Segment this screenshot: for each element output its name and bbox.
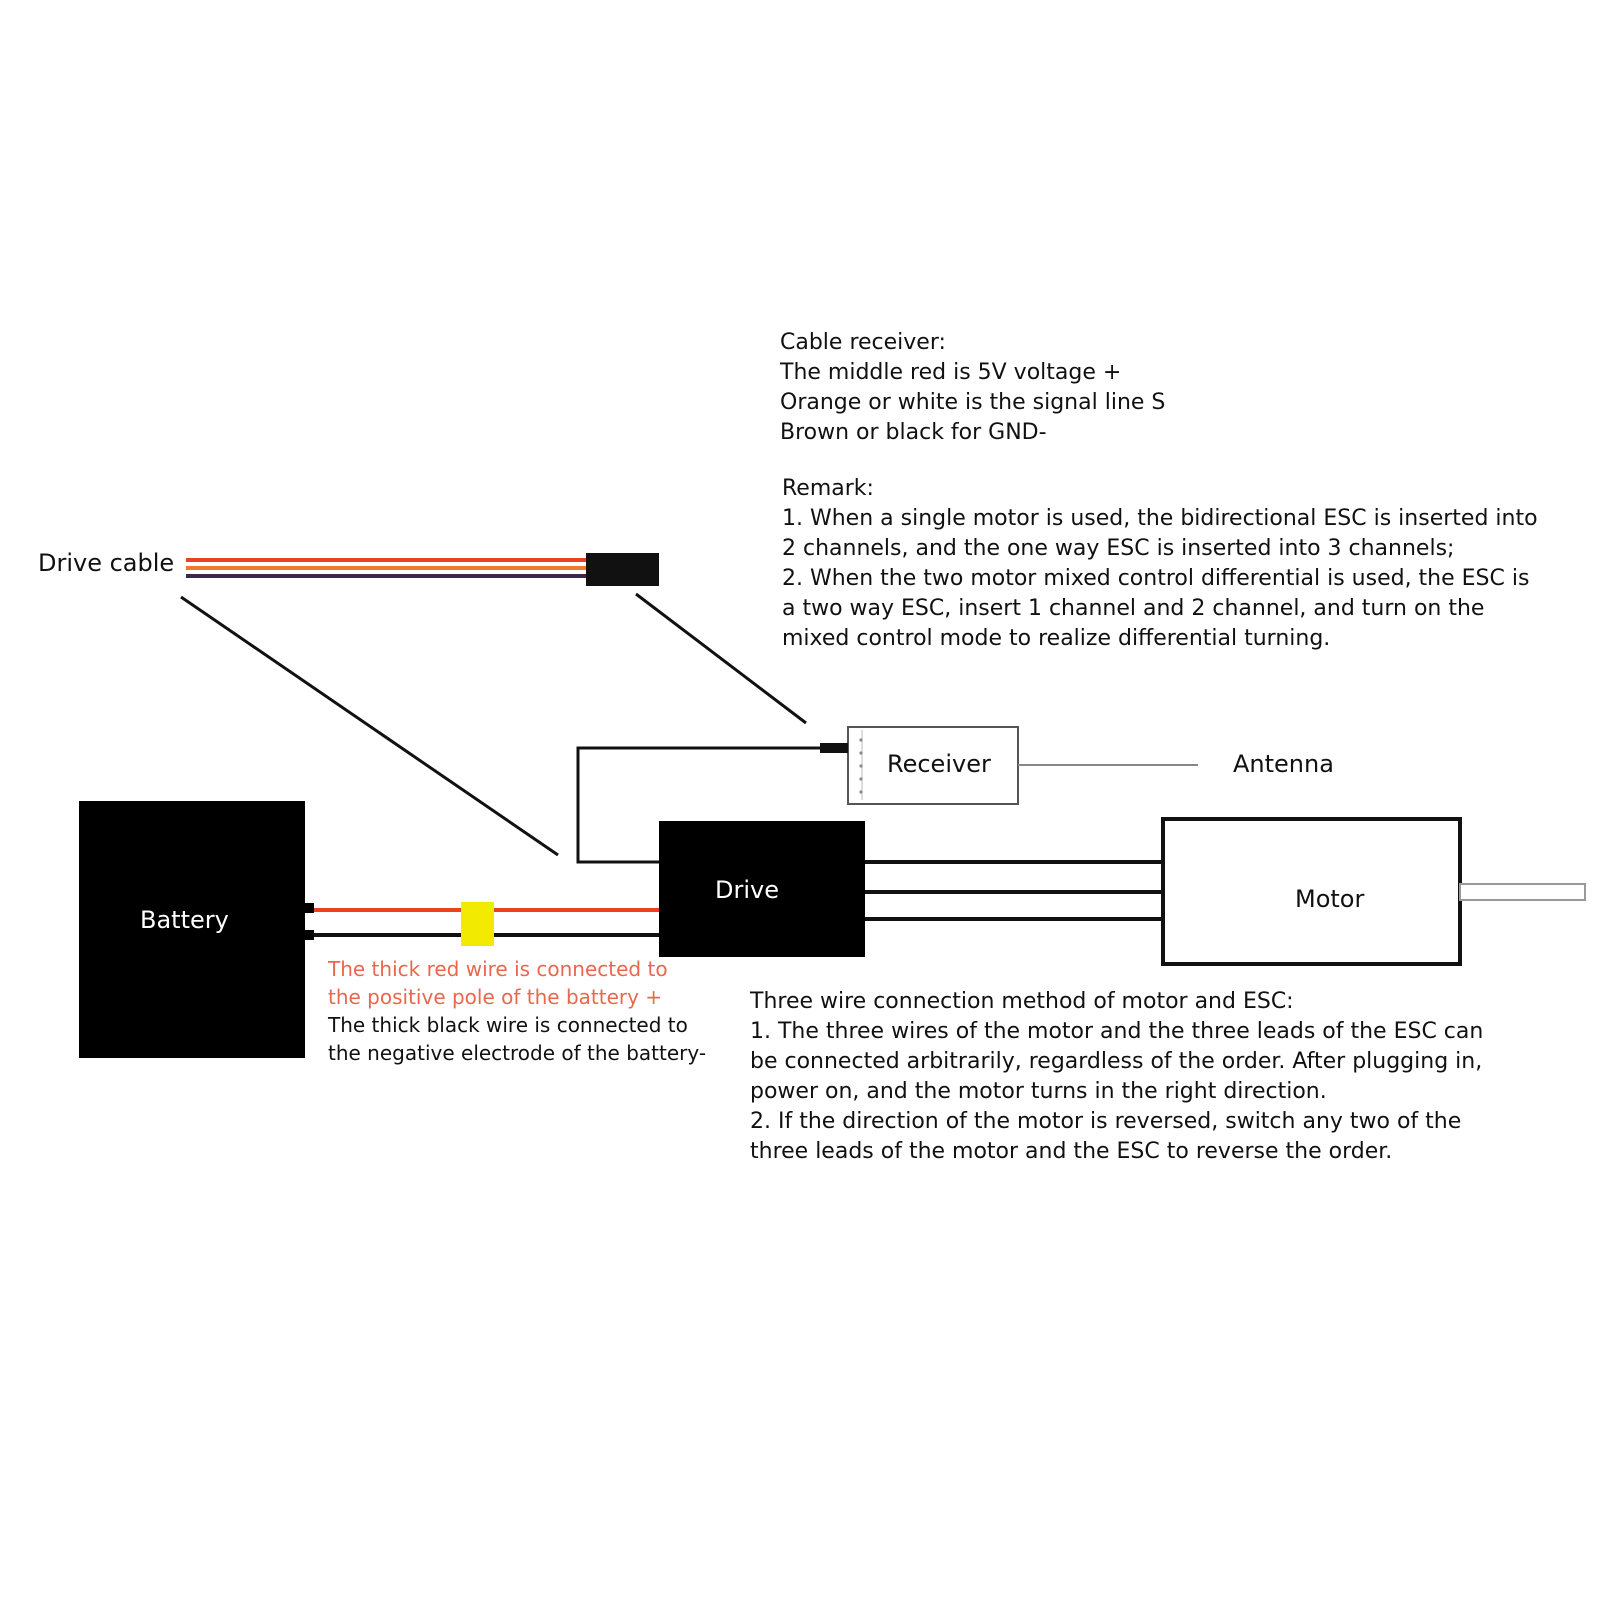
receiver-pin (859, 738, 863, 742)
pointer-line-cable-to-drive (180, 595, 559, 857)
receiver-label: Receiver (887, 750, 991, 778)
note-line: The middle red is 5V voltage + (780, 360, 1122, 385)
drive-label: Drive (715, 876, 779, 904)
drive-cable-label: Drive cable (38, 549, 175, 577)
cable-receiver-note: Cable receiver: The middle red is 5V vol… (780, 328, 1165, 448)
signal-lead (576, 746, 848, 864)
receiver-pin (859, 764, 863, 768)
red-wire-note-line: The thick red wire is connected to (328, 957, 668, 981)
signal-lead-plug (820, 743, 848, 753)
antenna-label: Antenna (1233, 750, 1334, 778)
note-line: Orange or white is the signal line S (780, 390, 1166, 415)
receiver-box (847, 726, 1019, 805)
motor-label: Motor (1295, 885, 1365, 913)
receiver-pin (859, 790, 863, 794)
receiver-pin (859, 751, 863, 755)
red-wire-note-line: the positive pole of the battery + (328, 985, 663, 1009)
note-line: Brown or black for GND- (780, 420, 1047, 445)
receiver (847, 726, 1019, 805)
motor-esc-note: Three wire connection method of motor an… (750, 987, 1483, 1167)
note-line: 2. If the direction of the motor is reve… (750, 1109, 1462, 1134)
note-line: mixed control mode to realize differenti… (782, 626, 1331, 651)
note-line: a two way ESC, insert 1 channel and 2 ch… (782, 596, 1485, 621)
note-line: 2 channels, and the one way ESC is inser… (782, 536, 1455, 561)
battery-wire-note: The thick red wire is connected to the p… (328, 955, 706, 1067)
receiver-pin (859, 777, 863, 781)
note-line: be connected arbitrarily, regardless of … (750, 1049, 1483, 1074)
battery-terminal (305, 930, 314, 940)
battery-terminal (305, 903, 314, 913)
battery-connector (461, 902, 494, 946)
motor-shaft (1459, 883, 1586, 901)
note-line: three leads of the motor and the ESC to … (750, 1139, 1393, 1164)
black-wire-note-line: The thick black wire is connected to (328, 1013, 688, 1037)
drive-cable-plug (586, 553, 659, 586)
black-wire-note-line: the negative electrode of the battery- (328, 1041, 707, 1065)
note-line: 1. When a single motor is used, the bidi… (782, 506, 1538, 531)
remark-note: Remark: 1. When a single motor is used, … (782, 474, 1538, 654)
note-line: 1. The three wires of the motor and the … (750, 1019, 1484, 1044)
drive-block (659, 821, 865, 957)
battery-label: Battery (140, 906, 229, 934)
note-line: 2. When the two motor mixed control diff… (782, 566, 1530, 591)
battery-block (79, 801, 305, 1058)
note-line: power on, and the motor turns in the rig… (750, 1079, 1327, 1104)
note-line: Cable receiver: (780, 330, 946, 355)
pointer-line-plug-to-receiver (635, 592, 807, 725)
drive-cable (186, 553, 659, 586)
motor-box (1161, 817, 1462, 966)
note-line: Three wire connection method of motor an… (750, 989, 1294, 1014)
note-line: Remark: (782, 476, 874, 501)
